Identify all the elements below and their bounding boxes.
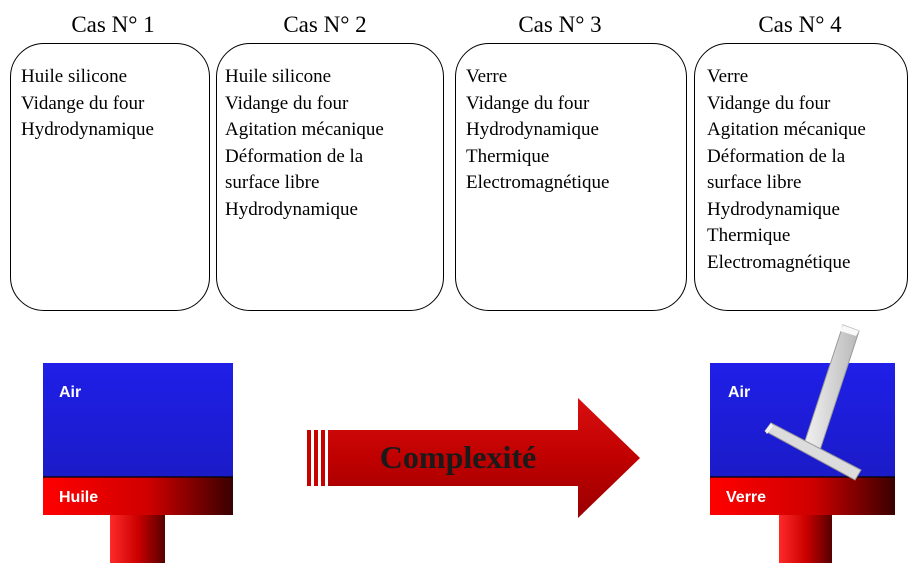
right-air-label: Air (728, 384, 750, 401)
case-1-item: Hydrodynamique (21, 119, 154, 140)
left-fluid-zone (43, 477, 233, 515)
case-2-item: Hydrodynamique (225, 198, 358, 220)
left-air-label: Air (59, 384, 81, 401)
case-2-item: Huile silicone (225, 66, 332, 87)
case-3-title: Cas N° 3 (518, 12, 602, 37)
case-2-item: Vidange du four (225, 92, 349, 114)
left-air-zone (43, 363, 233, 477)
arrow-shape (328, 398, 640, 518)
case-2-title: Cas N° 2 (283, 12, 367, 37)
case-1-item: Vidange du four (21, 92, 145, 114)
case-4-item: Hydrodynamique (707, 198, 840, 220)
case-1-item: Huile silicone (21, 66, 128, 87)
left-fluid-label: Huile (59, 489, 98, 506)
case-3-item: Electromagnétique (466, 172, 610, 193)
case-2-item: Déformation de la (225, 145, 364, 167)
case-2-item: surface libre (225, 172, 320, 193)
stirrer-icon (764, 324, 862, 481)
case-4-item: Electromagnétique (707, 251, 851, 273)
case-4-title: Cas N° 4 (758, 12, 842, 37)
case-2-box: Huile silicone Vidange du four Agitation… (216, 43, 444, 311)
left-furnace: Air Huile (43, 363, 233, 563)
case-4-item: Thermique (707, 225, 791, 246)
case-1-box: Huile silicone Vidange du four Hydrodyna… (10, 43, 210, 311)
case-1-title: Cas N° 1 (71, 12, 155, 37)
case-3-item: Verre (466, 66, 508, 87)
case-4-item: Verre (707, 66, 749, 87)
right-drain-pipe (779, 515, 832, 563)
case-4-item: Vidange du four (707, 92, 831, 114)
right-furnace: Air Verre (710, 324, 895, 563)
left-drain-pipe (110, 515, 165, 563)
right-fluid-label: Verre (726, 489, 766, 506)
case-2-item: Agitation mécanique (225, 119, 384, 140)
case-4-item: Déformation de la (707, 145, 846, 167)
right-air-zone (710, 363, 895, 477)
arrow-label: Complexité (380, 439, 536, 475)
case-4-box: Verre Vidange du four Agitation mécaniqu… (694, 43, 908, 311)
case-3-item: Thermique (466, 145, 550, 167)
right-fluid-zone (710, 477, 895, 515)
case-3-item: Hydrodynamique (466, 119, 599, 140)
complexity-arrow: Complexité (307, 398, 640, 518)
case-3-item: Vidange du four (466, 92, 590, 114)
case-3-box: Verre Vidange du four Hydrodynamique The… (455, 43, 687, 311)
case-4-item: Agitation mécanique (707, 119, 866, 140)
case-4-item: surface libre (707, 172, 802, 193)
